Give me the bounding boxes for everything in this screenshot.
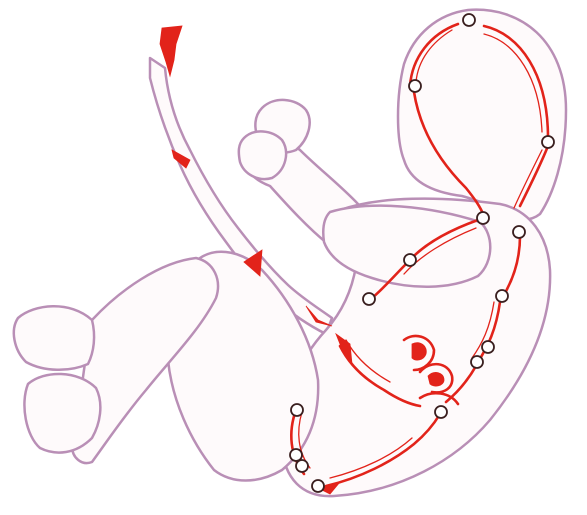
organ-middle-inner: [428, 373, 444, 387]
node: [290, 449, 302, 461]
node: [477, 212, 489, 224]
organ-upper-inner: [412, 343, 426, 360]
node: [542, 136, 554, 148]
node: [296, 460, 308, 472]
node: [471, 356, 483, 368]
body-silhouette: [14, 10, 566, 496]
node: [291, 404, 303, 416]
node: [409, 80, 421, 92]
node: [435, 406, 447, 418]
forearm-lower: [323, 206, 490, 287]
node: [463, 14, 475, 26]
node: [496, 290, 508, 302]
fist-lower: [239, 131, 286, 179]
node: [312, 480, 324, 492]
foot-upper: [14, 306, 94, 370]
node: [482, 341, 494, 353]
node: [513, 226, 525, 238]
foot-lower: [24, 374, 100, 453]
node: [363, 293, 375, 305]
node: [404, 254, 416, 266]
